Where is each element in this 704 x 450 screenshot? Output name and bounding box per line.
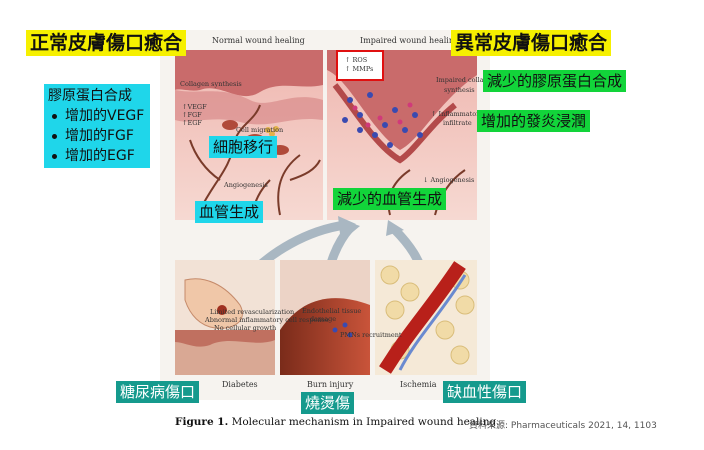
normal-collagen-label: Collagen synthesis [180, 80, 242, 88]
figure-caption: Figure 1. Molecular mechanism in Impaire… [175, 416, 500, 428]
collagen-list-title: 膠原蛋白合成 [48, 86, 144, 106]
inflammatory-label-2: infiltrate [443, 119, 472, 127]
burn-wound-label: 燒燙傷 [301, 392, 355, 414]
normal-healing-label: 正常皮膚傷口癒合 [26, 30, 187, 56]
reduced-collagen-label: 減少的膠原蛋白合成 [483, 70, 627, 92]
collagen-factors-list: 膠原蛋白合成 增加的VEGF 增加的FGF 增加的EGF [44, 84, 151, 168]
panel-impaired-title: Impaired wound healing [360, 36, 460, 45]
impaired-collagen-label-2: synthesis [444, 86, 475, 94]
caption-ischemia: Ischemia [400, 380, 437, 389]
figure-caption-number: Figure 1. [175, 416, 229, 428]
normal-cell-migration-label: Cell migration [236, 126, 284, 134]
bullet-icon [52, 133, 57, 139]
source-citation: 資料來源: Pharmaceuticals 2021, 14, 1103 [469, 421, 657, 431]
impaired-collagen-label-1: Impaired collagen [436, 76, 496, 84]
burn-note-3: PMNs recruitment [340, 331, 402, 339]
normal-fgf-label: ↑FGF [182, 111, 202, 119]
list-item: 增加的VEGF [48, 106, 144, 126]
mmps-label: ↑ MMPs [345, 65, 374, 73]
ros-label: ↑ ROS [345, 56, 368, 64]
burn-note-2: damage [310, 315, 337, 323]
diabetes-note-1: Limited revascularization [210, 308, 295, 316]
cell-migration-label: 細胞移行 [209, 136, 278, 158]
bullet-icon [52, 153, 57, 159]
ischemic-wound-label: 缺血性傷口 [443, 381, 527, 403]
diabetes-note-2: Abnormal inflammatory cell response [205, 316, 329, 324]
angiogenesis-label: 血管生成 [195, 201, 264, 223]
wound-healing-illustration [160, 30, 490, 400]
reduced-angiogenesis-label: 減少的血管生成 [333, 188, 447, 210]
diabetes-wound-label: 糖尿病傷口 [116, 381, 200, 403]
list-item-text: 增加的EGF [65, 148, 135, 164]
diabetes-note-3: No cellular growth [214, 324, 277, 332]
list-item-text: 增加的VEGF [65, 108, 145, 124]
increased-inflammation-label: 增加的發炎浸潤 [477, 110, 591, 132]
normal-angiogenesis-label: Angiogenesis [224, 181, 268, 189]
impaired-healing-label: 異常皮膚傷口癒合 [451, 30, 612, 56]
figure-caption-text: Molecular mechanism in Impaired wound he… [228, 416, 500, 428]
caption-burn: Burn injury [307, 380, 354, 389]
ros-mmps-box: ↑ ROS ↑ MMPs [336, 50, 384, 81]
normal-vegf-label: ↑VEGF [182, 103, 207, 111]
caption-diabetes: Diabetes [222, 380, 258, 389]
panel-normal-title: Normal wound healing [212, 36, 305, 45]
collagen-list-title-text: 膠原蛋白合成 [48, 88, 132, 104]
list-item: 增加的FGF [48, 126, 144, 146]
burn-note-1: Endothelial tissue [302, 307, 362, 315]
list-item: 增加的EGF [48, 146, 144, 166]
list-item-text: 增加的FGF [65, 128, 134, 144]
inflammatory-label-1: ↑ Inflammatory [431, 110, 483, 118]
bullet-icon [52, 113, 57, 119]
impaired-angiogenesis-label: ↓ Angiogenesis [423, 176, 475, 184]
normal-egf-label: ↑EGF [182, 119, 202, 127]
